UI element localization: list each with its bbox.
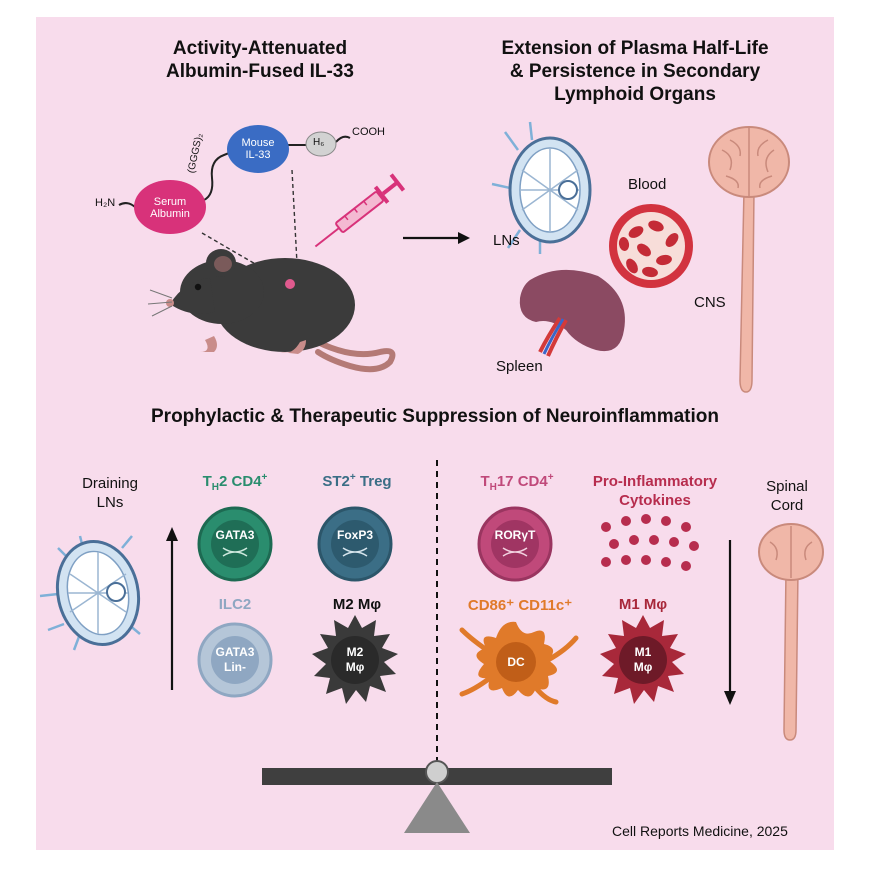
m2-heading: M2 Mφ [332,596,382,613]
up-arrow-head [166,527,178,541]
mouse-il33-label-line2: IL-33 [245,149,271,161]
half-life-title-line1: Extension of Plasma Half-Life [501,38,769,59]
balance-scale-icon [262,760,612,833]
zoom-line-left [201,232,289,284]
m2-marker-line1: M2 [346,645,364,659]
m1-marker: M1 Mφ [613,645,673,675]
cytokines-heading-line1: Pro-Inflammatory [592,473,718,490]
half-life-title-line3: Lymphoid Organs [554,84,716,105]
citation: Cell Reports Medicine, 2025 [612,823,788,839]
half-life-title-line2: & Persistence in Secondary [509,61,761,82]
mouse-il33-label-line1: Mouse [241,137,275,149]
th17-heading-sub: H [489,482,497,493]
spinal-cord-label: Spinal Cord [752,477,822,515]
dendritic-cell-icon [459,621,579,705]
treg-heading-rest: Treg [355,473,392,490]
spinal-cord-icon [758,523,824,741]
m2-marker-line2: Mφ [345,660,365,674]
treg-heading-sup: + [349,472,356,483]
th17-heading-sup: + [547,472,554,483]
spinal-cord-label-line2: Cord [770,497,804,514]
th2-marker: GATA3 [215,528,255,542]
organs-illustration [491,121,790,393]
his-tag-domain [305,131,337,157]
treg-cell-icon [317,506,393,582]
mouse-il33-domain [227,125,289,173]
m2-macrophage-icon [312,615,398,704]
th17-marker: RORγT [494,528,536,542]
m1-macrophage-icon [600,615,686,704]
th2-heading-rest: 2 CD4 [219,473,262,490]
ilc2-cell-icon [197,622,273,698]
down-arrow-head [724,691,736,705]
figure-panel [36,17,834,850]
th17-heading: TH17 CD4+ [462,472,572,493]
th17-cell-icon [477,506,553,582]
mouse-icon [147,249,396,373]
construct-and-mouse-illustration [118,125,470,373]
dc-heading: CD86⁺ CD11c⁺ [467,597,573,614]
c-terminus-label: COOH [352,126,385,138]
treg-heading-main: ST2 [322,473,350,490]
th2-heading-sub: H [211,482,220,493]
mouse-il33-label: Mouse IL-33 [227,137,289,161]
spinal-cord-label-line1: Spinal [766,478,808,495]
ilc2-marker: GATA3 Lin- [205,645,265,675]
serum-albumin-label: Serum Albumin [134,196,206,220]
th17-heading-main: T [480,473,490,490]
lns-label: LNs [493,232,520,249]
th17-heading-rest: 17 CD4 [496,473,548,490]
his-tag-label: H₆ [313,137,325,148]
m2-marker: M2 Mφ [325,645,385,675]
ilc2-marker-line2: Lin- [224,660,246,674]
half-life-title: Extension of Plasma Half-Life & Persiste… [470,37,800,106]
treg-marker: FoxP3 [336,528,373,542]
blood-label: Blood [628,176,667,193]
th2-heading: TH2 CD4+ [180,472,290,493]
draining-lns-label: Draining LNs [70,474,150,512]
blood-vessel-icon [609,204,693,288]
cytokines-heading: Pro-Inflammatory Cytokines [580,472,730,510]
dc-marker: DC [507,655,525,669]
th2-cell-icon [197,506,273,582]
m1-heading: M1 Mφ [618,596,668,613]
serum-albumin-domain [134,180,206,234]
draining-lns-label-line1: Draining [82,475,138,492]
serum-albumin-label-line1: Serum [153,196,187,208]
suppression-title: Prophylactic & Therapeutic Suppression o… [151,406,719,427]
his-cooh-linker [335,135,351,143]
m1-marker-line1: M1 [634,645,652,659]
draining-lymph-node-icon [39,535,141,651]
th2-heading-main: T [202,473,212,490]
syringe-icon [314,173,406,248]
brain-spinal-cord-icon [708,126,790,393]
th2-heading-sup: + [261,472,268,483]
construct-title: Activity-Attenuated Albumin-Fused IL-33 [140,37,380,83]
serum-albumin-label-line2: Albumin [150,208,190,220]
cns-label: CNS [694,294,726,311]
construct-title-line1: Activity-Attenuated [172,38,348,59]
draining-lns-label-line2: LNs [96,494,124,511]
spleen-icon [519,269,625,357]
transfer-arrow-head [458,232,470,244]
spleen-label: Spleen [496,358,543,375]
cytokine-dots-icon [601,514,699,571]
m1-marker-line2: Mφ [633,660,653,674]
lymph-node-icon [491,121,592,254]
cytokines-heading-line2: Cytokines [619,492,691,509]
ilc2-heading: ILC2 [218,596,252,613]
n-terminus-label: H₂N [95,197,116,209]
construct-title-line2: Albumin-Fused IL-33 [166,61,354,82]
treg-heading: ST2+ Treg [302,472,412,490]
ilc2-marker-line1: GATA3 [215,645,255,659]
